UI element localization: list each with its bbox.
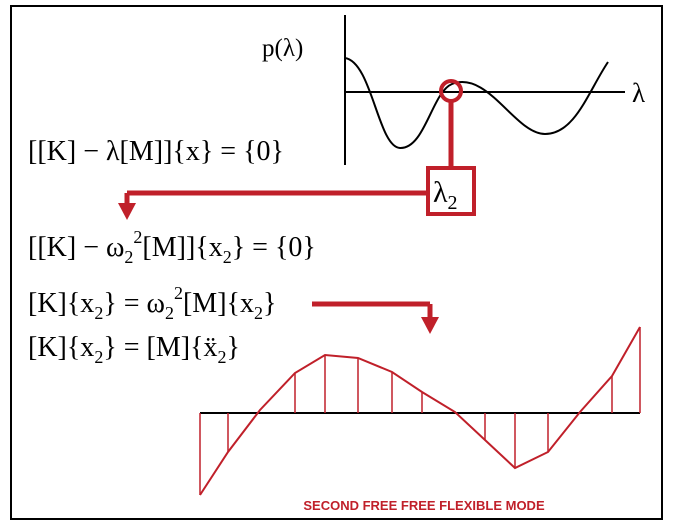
equation-stiffness-mass: [K]{x2} = ω22[M]{x2} — [28, 283, 276, 323]
plot-x-label: λ — [632, 78, 645, 108]
root-connector: λ2 — [118, 79, 476, 220]
polynomial-plot: p(λ) λ — [262, 15, 645, 165]
mode-caption: SECOND FREE FREE FLEXIBLE MODE — [303, 498, 545, 513]
equations: [[K] − λ[M]]{x} = {0} [[K] − ω22[M]]{x2}… — [28, 136, 316, 367]
polynomial-curve — [344, 57, 609, 150]
mode-arrow — [312, 301, 439, 334]
mode-arrow-head — [421, 317, 439, 334]
mode-shape — [199, 326, 641, 496]
diagram-frame — [10, 5, 663, 520]
mode-shape-curve — [199, 326, 641, 496]
plot-y-label: p(λ) — [262, 35, 303, 62]
root-label: λ2 — [433, 176, 458, 214]
mode-shape-hatching — [199, 327, 641, 495]
equation-inertia: [K]{x2} = [M]{ẍ2} — [28, 332, 240, 367]
root-arrow-head — [118, 203, 136, 220]
root-label-box — [426, 166, 476, 216]
equation-mode-2: [[K] − ω22[M]]{x2} = {0} — [28, 227, 316, 267]
equation-eigenproblem: [[K] − λ[M]]{x} = {0} — [28, 136, 284, 167]
